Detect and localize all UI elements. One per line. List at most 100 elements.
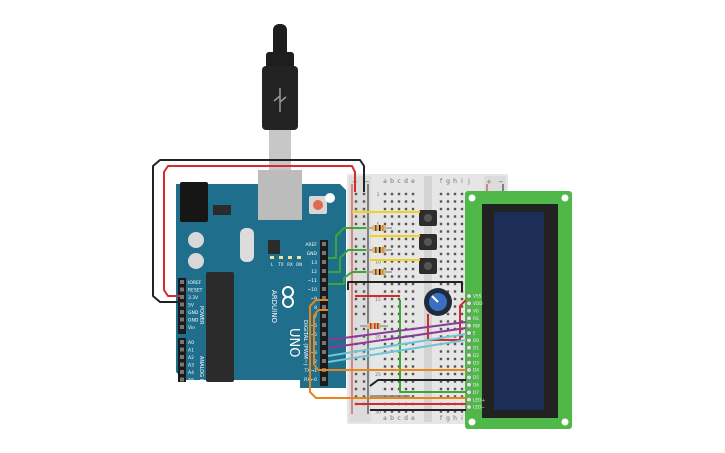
bb-hole[interactable] bbox=[460, 207, 464, 211]
bb-hole[interactable] bbox=[411, 320, 415, 323]
digital-pin[interactable] bbox=[322, 341, 326, 345]
bb-hole[interactable] bbox=[460, 222, 464, 226]
bb-hole[interactable] bbox=[411, 245, 415, 248]
bb-hole[interactable] bbox=[460, 200, 464, 203]
bb-hole[interactable] bbox=[411, 207, 415, 211]
bb-hole[interactable] bbox=[439, 260, 443, 263]
rail-hole[interactable] bbox=[354, 207, 358, 211]
power-pin[interactable] bbox=[180, 325, 184, 329]
bb-hole[interactable] bbox=[453, 267, 457, 271]
bb-hole[interactable] bbox=[397, 207, 401, 211]
bb-hole[interactable] bbox=[390, 200, 394, 203]
rail-hole[interactable] bbox=[362, 200, 366, 203]
rail-hole[interactable] bbox=[362, 305, 366, 308]
bb-hole[interactable] bbox=[453, 245, 457, 248]
bb-hole[interactable] bbox=[411, 222, 415, 226]
bb-hole[interactable] bbox=[460, 335, 464, 338]
bb-hole[interactable] bbox=[460, 305, 464, 308]
bb-hole[interactable] bbox=[446, 282, 450, 286]
bb-hole[interactable] bbox=[404, 260, 408, 263]
bb-hole[interactable] bbox=[383, 305, 387, 308]
lcd-pin[interactable] bbox=[466, 308, 472, 314]
digital-pin[interactable] bbox=[322, 377, 326, 381]
bb-hole[interactable] bbox=[390, 215, 394, 218]
lcd-pin[interactable] bbox=[466, 382, 472, 388]
bb-hole[interactable] bbox=[411, 275, 415, 278]
bb-hole[interactable] bbox=[460, 395, 464, 398]
lcd-pin[interactable] bbox=[466, 360, 472, 366]
rail-hole[interactable] bbox=[362, 312, 366, 316]
rail-hole[interactable] bbox=[362, 222, 366, 226]
bb-hole[interactable] bbox=[446, 380, 450, 383]
bb-hole[interactable] bbox=[446, 365, 450, 368]
rail-hole[interactable] bbox=[354, 215, 358, 218]
bb-hole[interactable] bbox=[446, 387, 450, 391]
bb-hole[interactable] bbox=[411, 372, 415, 376]
rail-hole[interactable] bbox=[362, 372, 366, 376]
bb-hole[interactable] bbox=[439, 267, 443, 271]
bb-hole[interactable] bbox=[397, 200, 401, 203]
rail-hole[interactable] bbox=[354, 305, 358, 308]
bb-hole[interactable] bbox=[460, 237, 464, 241]
rail-hole[interactable] bbox=[354, 372, 358, 376]
bb-hole[interactable] bbox=[390, 252, 394, 256]
bb-hole[interactable] bbox=[397, 260, 401, 263]
bb-hole[interactable] bbox=[453, 282, 457, 286]
rail-hole[interactable] bbox=[354, 237, 358, 241]
bb-hole[interactable] bbox=[446, 267, 450, 271]
bb-hole[interactable] bbox=[453, 395, 457, 398]
bb-hole[interactable] bbox=[383, 282, 387, 286]
bb-hole[interactable] bbox=[404, 222, 408, 226]
bb-hole[interactable] bbox=[390, 275, 394, 278]
bb-hole[interactable] bbox=[453, 312, 457, 316]
rail-hole[interactable] bbox=[362, 215, 366, 218]
bb-hole[interactable] bbox=[453, 192, 457, 196]
arduino-uno-board[interactable]: UNO ARDUINO DIGITAL (PWM~) POWER ANALOG … bbox=[176, 170, 346, 393]
lcd-pin[interactable] bbox=[466, 330, 472, 336]
resistor[interactable] bbox=[366, 269, 392, 275]
analog-pin[interactable] bbox=[180, 340, 184, 344]
rail-hole[interactable] bbox=[354, 267, 358, 271]
bb-hole[interactable] bbox=[397, 230, 401, 233]
bb-hole[interactable] bbox=[439, 275, 443, 278]
bb-hole[interactable] bbox=[453, 215, 457, 218]
bb-hole[interactable] bbox=[397, 275, 401, 278]
reset-button[interactable] bbox=[313, 200, 323, 210]
bb-hole[interactable] bbox=[390, 342, 394, 346]
bb-hole[interactable] bbox=[460, 380, 464, 383]
power-pin[interactable] bbox=[180, 287, 184, 292]
bb-hole[interactable] bbox=[411, 267, 415, 271]
bb-hole[interactable] bbox=[446, 357, 450, 361]
bb-hole[interactable] bbox=[411, 260, 415, 263]
bb-hole[interactable] bbox=[390, 372, 394, 376]
bb-hole[interactable] bbox=[446, 252, 450, 256]
bb-hole[interactable] bbox=[404, 275, 408, 278]
bb-hole[interactable] bbox=[446, 215, 450, 218]
bb-hole[interactable] bbox=[446, 327, 450, 331]
bb-hole[interactable] bbox=[411, 200, 415, 203]
bb-hole[interactable] bbox=[453, 200, 457, 203]
digital-pin[interactable] bbox=[322, 332, 326, 336]
bb-hole[interactable] bbox=[439, 215, 443, 218]
bb-hole[interactable] bbox=[390, 305, 394, 308]
rail-hole[interactable] bbox=[354, 245, 358, 248]
bb-hole[interactable] bbox=[411, 357, 415, 361]
digital-pin[interactable] bbox=[322, 269, 326, 273]
bb-hole[interactable] bbox=[439, 222, 443, 226]
lcd-pin[interactable] bbox=[466, 293, 472, 299]
bb-hole[interactable] bbox=[404, 200, 408, 203]
bb-hole[interactable] bbox=[390, 237, 394, 241]
bb-hole[interactable] bbox=[383, 237, 387, 241]
rail-hole[interactable] bbox=[362, 290, 366, 293]
digital-pin[interactable] bbox=[322, 260, 326, 264]
bb-hole[interactable] bbox=[446, 410, 450, 413]
bb-hole[interactable] bbox=[460, 312, 464, 316]
rail-hole[interactable] bbox=[354, 222, 358, 226]
bb-hole[interactable] bbox=[397, 410, 401, 413]
bb-hole[interactable] bbox=[411, 305, 415, 308]
bb-hole[interactable] bbox=[404, 312, 408, 316]
bb-hole[interactable] bbox=[439, 230, 443, 233]
bb-hole[interactable] bbox=[453, 222, 457, 226]
bb-hole[interactable] bbox=[460, 372, 464, 376]
rail-hole[interactable] bbox=[362, 260, 366, 263]
